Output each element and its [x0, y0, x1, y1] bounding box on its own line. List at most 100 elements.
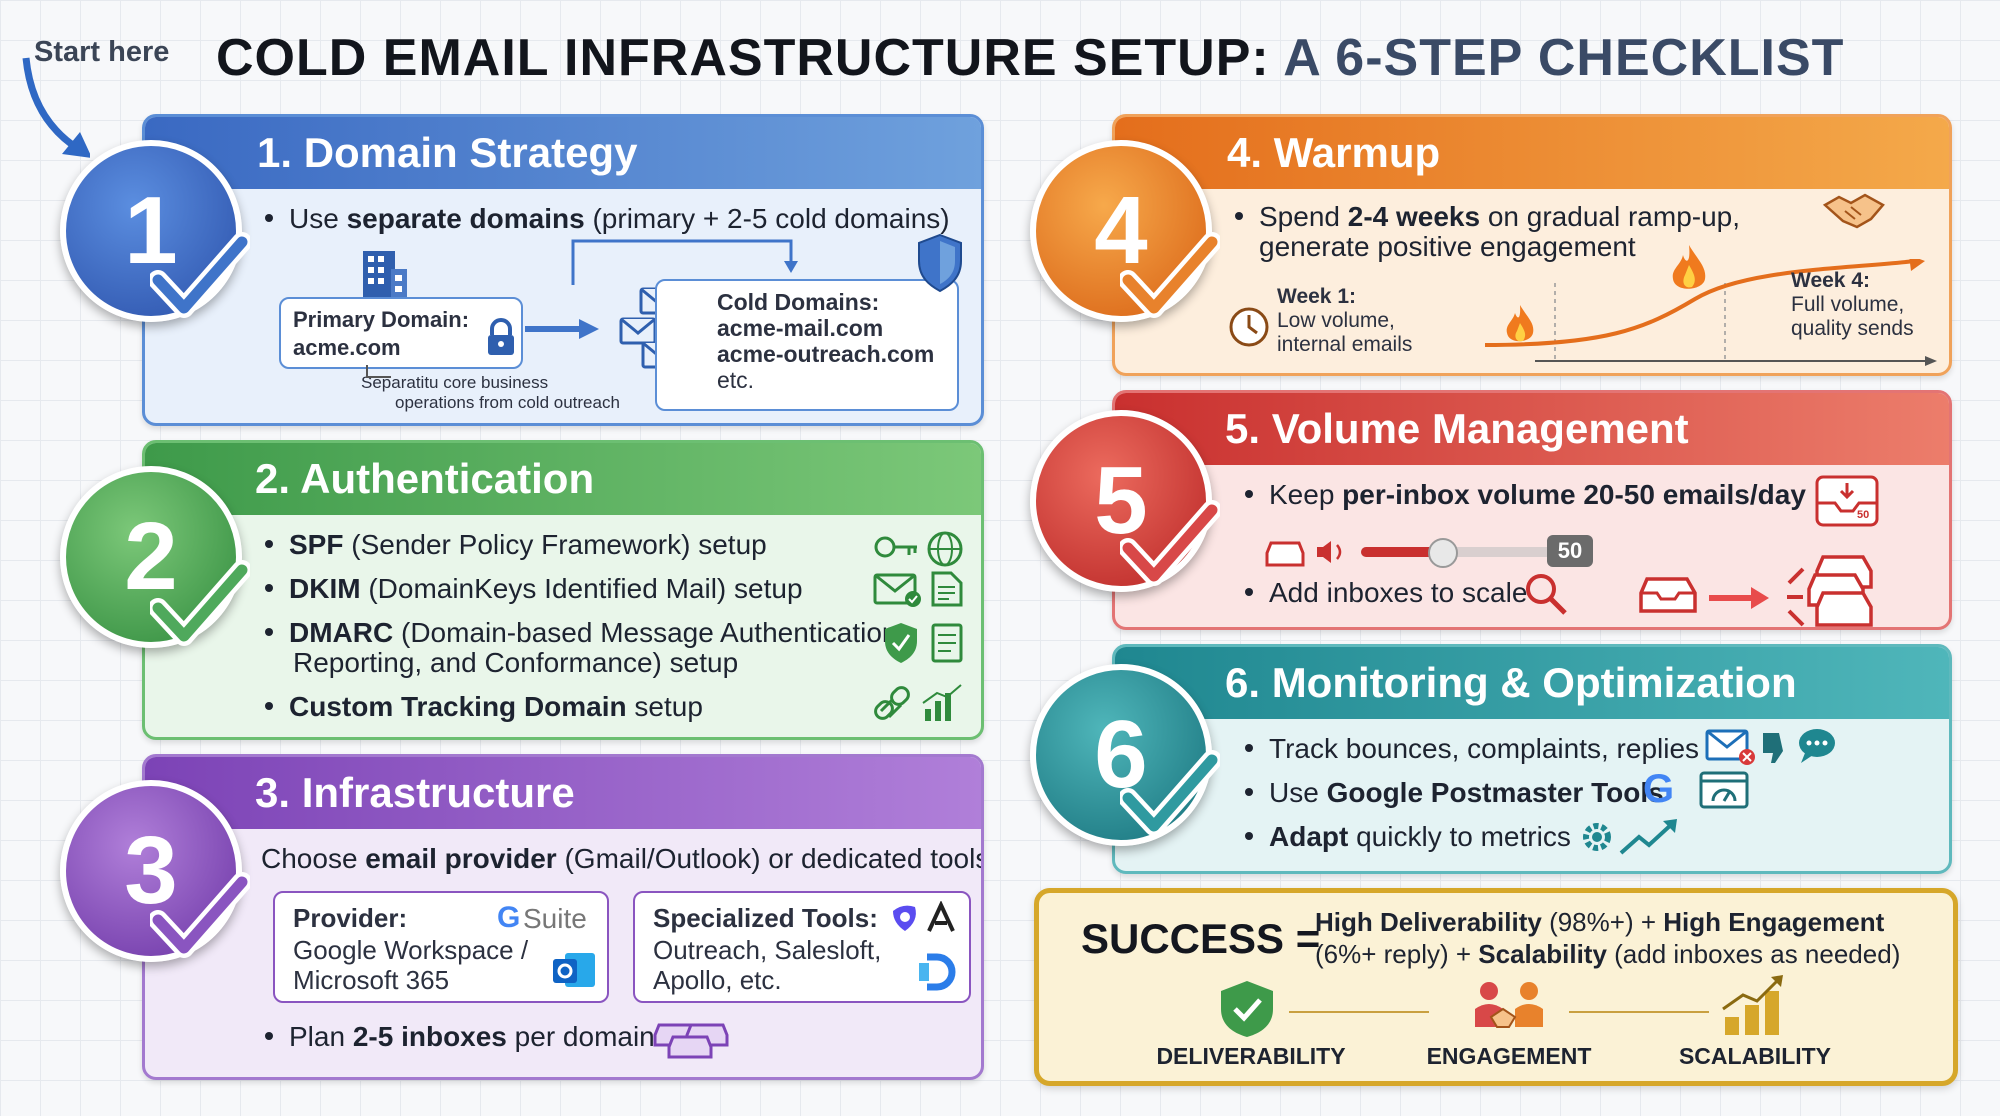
step1-number-badge: 1	[60, 140, 242, 322]
title-part-1: COLD EMAIL INFRASTRUCTURE SETUP:	[216, 29, 1270, 87]
volume-slider-fill	[1361, 547, 1441, 557]
cold-domains-box: Cold Domains: acme-mail.com acme-outreac…	[655, 279, 959, 411]
pillar-engagement: ENGAGEMENT	[1426, 1043, 1592, 1069]
volume-line2: Add inboxes to scale	[1245, 577, 1527, 609]
success-line2: (6%+ reply) + Scalability (add inboxes a…	[1315, 939, 1901, 969]
step6-check-icon	[1120, 750, 1220, 836]
pillar-scalability: SCALABILITY	[1678, 1043, 1832, 1069]
step3-number-badge: 3	[60, 780, 242, 962]
step3-check-icon	[150, 872, 250, 958]
tools-line2: Apollo, etc.	[653, 965, 782, 995]
week4-line1: Full volume,	[1791, 293, 1905, 316]
step5-number-badge: 5	[1030, 410, 1212, 592]
cold-label: Cold Domains:	[717, 289, 880, 315]
monitor-item3: Adapt quickly to metrics	[1245, 821, 1571, 853]
lock-icon	[488, 318, 514, 355]
google-g-icon: G	[497, 901, 521, 934]
tools-line1: Outreach, Salesloft,	[653, 935, 882, 965]
step4-check-icon	[1120, 232, 1220, 318]
step4-number-badge: 4	[1030, 140, 1212, 322]
tools-box: Specialized Tools: Outreach, Salesloft, …	[633, 891, 971, 1003]
step2-check-icon	[150, 560, 250, 646]
step6-title: 6. Monitoring & Optimization	[1115, 647, 1949, 719]
auth-item-dkim: DKIM (DomainKeys Identified Mail) setup	[265, 573, 803, 605]
inbox-tray-icon	[1815, 475, 1879, 527]
salesloft-icon	[919, 953, 956, 991]
scale-arrow-icon	[1709, 587, 1769, 609]
success-line1: High Deliverability (98%+) + High Engage…	[1315, 907, 1885, 937]
step3-card: 3. Infrastructure Choose email provider …	[142, 754, 984, 1080]
step4-card: 4. Warmup Spend 2-4 weeks on gradual ram…	[1112, 114, 1952, 376]
gear-trend-icon	[1583, 819, 1677, 855]
postmaster-dashboard-icon	[1699, 771, 1749, 809]
week4-label: Week 4:	[1791, 269, 1870, 292]
bracket-arrow	[571, 239, 798, 285]
step4-title: 4. Warmup	[1115, 117, 1949, 189]
step2-card: 2. Authentication SPF (Sender Policy Fra…	[142, 440, 984, 740]
primary-label: Primary Domain:	[293, 307, 470, 332]
separation-note-line2: operations from cold outreach	[395, 393, 620, 412]
step5-check-icon	[1120, 500, 1220, 586]
deliverability-shield-icon	[1221, 981, 1273, 1037]
magnifier-icon	[1526, 574, 1567, 615]
success-divider-1	[1289, 1011, 1429, 1013]
start-arrow	[22, 57, 90, 158]
auth-item-dmarc-cont: Reporting, and Conformance) setup	[293, 647, 739, 678]
success-box: SUCCESS = High Deliverability (98%+) + H…	[1034, 888, 1958, 1086]
week4-line2: quality sends	[1791, 317, 1914, 340]
step1-bullet: Use separate domains (primary + 2-5 cold…	[265, 203, 950, 235]
inbox-speaker-icon	[1265, 541, 1342, 567]
shield-check-icon	[885, 623, 963, 663]
step2-title: 2. Authentication	[145, 443, 981, 515]
tool-logos-icon	[893, 901, 955, 932]
step5-title: 5. Volume Management	[1115, 393, 1949, 465]
volume-slider-track[interactable]	[1361, 538, 1561, 568]
volume-slider-knob[interactable]	[1428, 538, 1458, 568]
single-inbox-icon	[1639, 577, 1697, 613]
cold-domain-1: acme-mail.com	[717, 315, 884, 341]
mail-thumb-chat-icon	[1705, 729, 1835, 765]
warmup-line1: Spend 2-4 weeks on gradual ramp-up,	[1235, 201, 1740, 233]
monitor-item2: Use Google Postmaster Tools	[1245, 777, 1664, 809]
google-icon: G	[1643, 767, 1675, 811]
multi-inbox-icon	[1787, 555, 1873, 627]
key-globe-icon	[874, 531, 963, 567]
tools-label: Specialized Tools:	[653, 903, 878, 933]
scalability-chart-icon	[1722, 975, 1783, 1035]
mail-check-doc-icon	[873, 571, 963, 607]
clock-icon	[1229, 307, 1269, 347]
flame-medium-icon	[1672, 245, 1706, 289]
step6-card: 6. Monitoring & Optimization Track bounc…	[1112, 644, 1952, 874]
cold-domain-2: acme-outreach.com	[717, 341, 935, 367]
primary-value: acme.com	[293, 335, 401, 360]
primary-domain-box: Primary Domain: acme.com	[279, 297, 523, 369]
start-label: Start here	[34, 36, 170, 68]
step1-title: 1. Domain Strategy	[145, 117, 981, 189]
auth-item-tracking: Custom Tracking Domain setup	[265, 691, 703, 723]
warmup-ramp-chart	[1484, 259, 1937, 366]
handshake-icon	[1822, 193, 1885, 229]
shield-icon	[918, 233, 962, 293]
volume-line1: Keep per-inbox volume 20-50 emails/day	[1245, 479, 1806, 511]
tray-badge: 50	[1857, 509, 1870, 521]
provider-brand: Suite	[523, 903, 587, 934]
monitor-item1: Track bounces, complaints, replies	[1245, 733, 1699, 765]
provider-line1: Google Workspace /	[293, 935, 529, 965]
page-title: COLD EMAIL INFRASTRUCTURE SETUP: A 6-STE…	[216, 28, 1844, 88]
auth-item-dmarc: DMARC (Domain-based Message Authenticati…	[265, 617, 905, 649]
provider-box: Provider: Google Workspace / Microsoft 3…	[273, 891, 609, 1003]
provider-label: Provider:	[293, 903, 408, 933]
engagement-people-icon	[1475, 982, 1543, 1028]
step5-card: 5. Volume Management Keep per-inbox volu…	[1112, 390, 1952, 630]
flame-small-icon	[1506, 305, 1534, 342]
step3-title: 3. Infrastructure	[145, 757, 981, 829]
step2-number-badge: 2	[60, 466, 242, 648]
success-label: SUCCESS =	[1081, 915, 1321, 962]
success-divider-2	[1569, 1011, 1709, 1013]
week1-label: Week 1:	[1277, 285, 1356, 308]
separation-note-line1: Separatitu core business	[361, 373, 549, 392]
provider-line2: Microsoft 365	[293, 965, 450, 995]
link-chart-icon	[874, 684, 962, 721]
volume-value-badge: 50	[1547, 535, 1593, 567]
step1-check-icon	[150, 232, 250, 318]
